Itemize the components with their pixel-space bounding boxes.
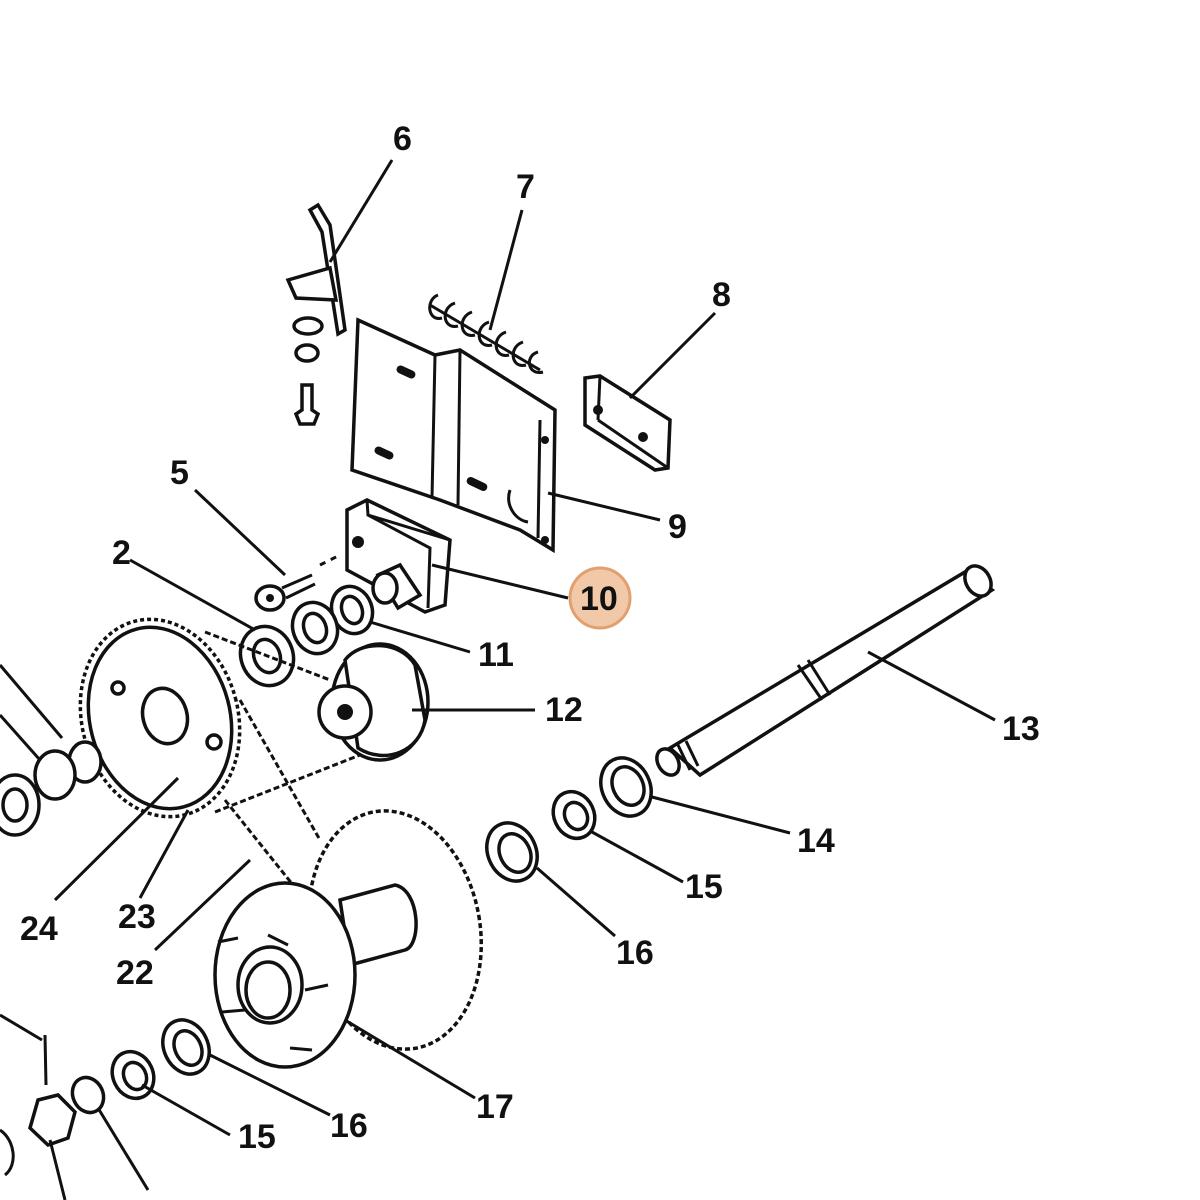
callout-12: 12 xyxy=(545,691,583,729)
callout-15: 15 xyxy=(685,868,723,906)
part-15-bearing-left xyxy=(110,1049,156,1101)
callout-23: 23 xyxy=(118,898,156,936)
part-12-pulley xyxy=(317,642,430,762)
part-7-spring xyxy=(428,293,544,374)
callout-2: 2 xyxy=(112,534,131,572)
callout-7: 7 xyxy=(516,168,535,206)
part-14-seal xyxy=(599,756,653,818)
callout-24: 24 xyxy=(20,910,58,948)
callout-6: 6 xyxy=(393,120,412,158)
part-17-hub-sprocket xyxy=(213,809,484,1069)
callout-8: 8 xyxy=(712,276,731,314)
leader-lines xyxy=(0,159,996,1200)
part-13-shaft xyxy=(655,564,996,778)
part-5-bolt xyxy=(254,573,316,612)
part-16-seal-right xyxy=(485,821,539,883)
callout-5: 5 xyxy=(170,454,189,492)
callout-16: 16 xyxy=(616,934,654,972)
callout-labels: 6 7 8 5 9 2 10 11 12 13 14 15 16 24 23 2… xyxy=(20,120,1040,1156)
callout-10: 10 xyxy=(580,580,618,618)
part-11-washers xyxy=(290,584,375,656)
part-22-23-chains xyxy=(204,630,361,901)
callout-13: 13 xyxy=(1002,710,1040,748)
part-9-bracket xyxy=(350,317,557,554)
part-8-plate xyxy=(583,374,672,472)
part-24-sprocket xyxy=(78,617,242,819)
callout-11: 11 xyxy=(478,636,514,674)
partial-parts-left-edge xyxy=(0,740,106,1177)
callout-10-highlight xyxy=(568,566,632,630)
callout-22: 22 xyxy=(116,954,154,992)
callout-9: 9 xyxy=(668,508,687,546)
callout-15-lower: 15 xyxy=(238,1118,276,1156)
part-10-block xyxy=(319,498,452,614)
part-6-latch xyxy=(285,202,347,426)
part-16-seal-left xyxy=(161,1018,211,1076)
callout-16-lower: 16 xyxy=(330,1107,368,1145)
callout-14: 14 xyxy=(797,822,835,860)
part-15-bearing-right xyxy=(551,789,597,841)
callout-17: 17 xyxy=(476,1088,514,1126)
